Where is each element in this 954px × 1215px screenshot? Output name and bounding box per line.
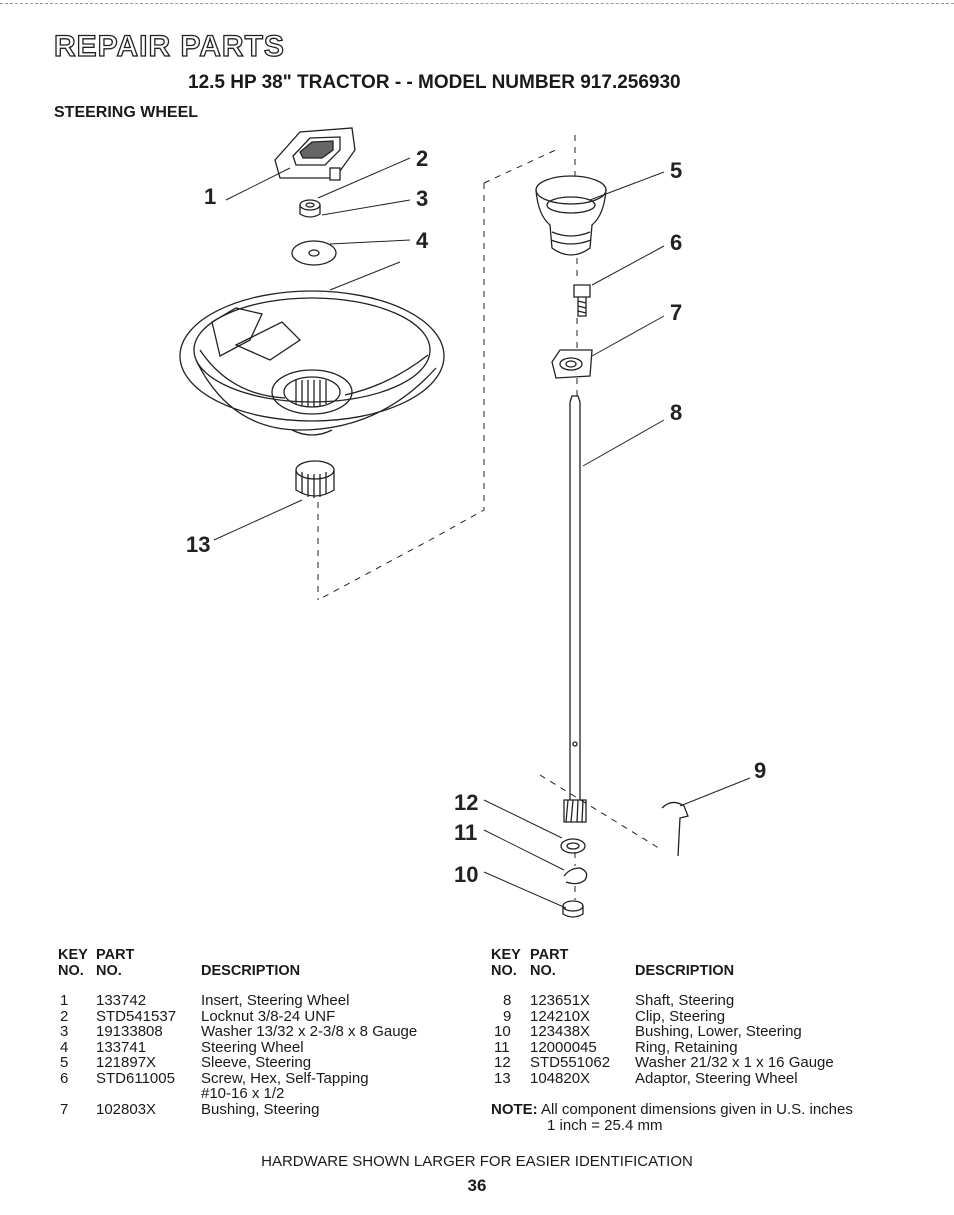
- callout-7: 7: [670, 300, 682, 325]
- callout-13: 13: [186, 532, 210, 557]
- callout-8: 8: [670, 400, 682, 425]
- header-partno-left: NO.: [96, 963, 122, 979]
- key-no: 12: [494, 1054, 511, 1071]
- shaft-part-drawing: [569, 395, 581, 800]
- insert-part-drawing: [274, 127, 356, 181]
- part-description: Bushing, Steering: [201, 1101, 320, 1118]
- part-description: Clip, Steering: [635, 1008, 726, 1025]
- key-no: 3: [60, 1023, 69, 1040]
- part-no: 102803X: [96, 1101, 157, 1118]
- key-no: 4: [60, 1039, 69, 1056]
- part-description: Adaptor, Steering Wheel: [635, 1070, 798, 1087]
- page-title: REPAIR PARTS: [53, 29, 285, 63]
- callout-11: 11: [454, 820, 477, 845]
- header-no-left: NO.: [58, 963, 84, 979]
- page-number: 36: [467, 1176, 487, 1195]
- section-heading: STEERING WHEEL: [54, 104, 199, 121]
- part-description: Washer 13/32 x 2-3/8 x 8 Gauge: [201, 1023, 418, 1040]
- key-no: 5: [60, 1054, 69, 1071]
- part-no: 133742: [96, 992, 147, 1009]
- note-label: NOTE:: [491, 1101, 538, 1118]
- bushing-part-drawing: [551, 349, 593, 379]
- part-description: Ring, Retaining: [635, 1039, 738, 1056]
- page-subtitle: 12.5 HP 38" TRACTOR - - MODEL NUMBER 917…: [188, 72, 681, 93]
- callout-3: 3: [416, 186, 428, 211]
- header-part-left: PART: [96, 947, 135, 963]
- key-no: 8: [503, 992, 512, 1009]
- washer-part-drawing: [291, 240, 337, 266]
- callout-10: 10: [454, 862, 478, 887]
- part-no: STD551062: [530, 1054, 611, 1071]
- header-key-right: KEY: [491, 947, 521, 963]
- header-part-right: PART: [530, 947, 569, 963]
- adaptor-part-drawing: [295, 460, 335, 498]
- key-no: 6: [60, 1070, 69, 1087]
- part-description: Steering Wheel: [201, 1039, 304, 1056]
- top-rule: [0, 3, 954, 4]
- footer-text: HARDWARE SHOWN LARGER FOR EASIER IDENTIF…: [261, 1153, 693, 1170]
- part-description: Bushing, Lower, Steering: [635, 1023, 802, 1040]
- header-partno-right: NO.: [530, 963, 556, 979]
- part-description: Washer 21/32 x 1 x 16 Gauge: [635, 1054, 834, 1071]
- lower-bushing-drawing: [562, 900, 584, 918]
- key-no: 7: [60, 1101, 69, 1118]
- retaining-ring-drawing: [563, 867, 588, 885]
- callout-6: 6: [670, 230, 682, 255]
- part-no: 121897X: [96, 1054, 157, 1071]
- locknut-part-drawing: [299, 199, 321, 218]
- part-no: STD541537: [96, 1008, 177, 1025]
- part-description: Locknut 3/8-24 UNF: [201, 1008, 336, 1025]
- key-no: 1: [60, 992, 69, 1009]
- part-description: Shaft, Steering: [635, 992, 735, 1009]
- header-no-right: NO.: [491, 963, 517, 979]
- washer-12-drawing: [560, 838, 586, 854]
- key-no: 11: [494, 1039, 510, 1056]
- note-text: All component dimensions given in U.S. i…: [541, 1101, 853, 1118]
- header-description-right: DESCRIPTION: [635, 963, 735, 979]
- exploded-parts-diagram: 1 2 3 4 5 6 7 8 9 10 11 12 13: [179, 127, 766, 918]
- header-key-left: KEY: [58, 947, 88, 963]
- callout-2: 2: [416, 146, 428, 171]
- key-no: 9: [503, 1008, 512, 1025]
- note-conversion: 1 inch = 25.4 mm: [547, 1117, 663, 1134]
- part-no: 123651X: [530, 992, 591, 1009]
- part-description-cont: #10-16 x 1/2: [201, 1085, 285, 1102]
- part-no: 124210X: [530, 1008, 591, 1025]
- key-no: 2: [60, 1008, 69, 1025]
- part-no: 19133808: [96, 1023, 163, 1040]
- part-no: 133741: [96, 1039, 147, 1056]
- gear-part-drawing: [563, 799, 587, 823]
- dimension-note: NOTE: All component dimensions given in …: [491, 1102, 853, 1134]
- part-no: 104820X: [530, 1070, 591, 1087]
- callout-12: 12: [454, 790, 478, 815]
- part-description: Screw, Hex, Self-Tapping: [201, 1070, 369, 1087]
- callout-5: 5: [670, 158, 682, 183]
- part-no: 12000045: [530, 1039, 597, 1056]
- part-no: 123438X: [530, 1023, 591, 1040]
- header-description-left: DESCRIPTION: [201, 963, 301, 979]
- clip-part-drawing: [661, 801, 689, 857]
- screw-part-drawing: [573, 284, 591, 317]
- part-description: Insert, Steering Wheel: [201, 992, 350, 1009]
- callout-1: 1: [204, 184, 216, 209]
- callout-9: 9: [754, 758, 766, 783]
- part-no: STD611005: [96, 1070, 175, 1087]
- callout-4: 4: [416, 228, 429, 253]
- sleeve-part-drawing: [535, 175, 607, 256]
- key-no: 13: [494, 1070, 511, 1087]
- steering-wheel-drawing: [179, 290, 445, 436]
- key-no: 10: [494, 1023, 511, 1040]
- part-description: Sleeve, Steering: [201, 1054, 312, 1071]
